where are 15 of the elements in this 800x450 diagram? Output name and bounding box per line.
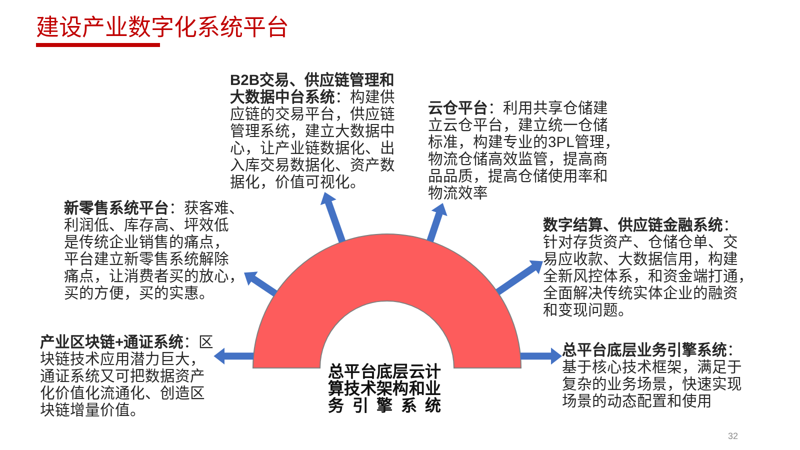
- arch-label: 总平台底层云计算技术架构和业务引擎系统: [328, 364, 441, 415]
- arrow: [242, 270, 278, 297]
- arrow: [214, 348, 254, 365]
- page-number: 32: [728, 431, 738, 441]
- description-text: B2B交易、供应链管理和大数据中台系统：构建供应链的交易平台，供应链管理系统，建立大数据中心，让产业链数据化、出入库交易数据化、资产数据化，价值可视化。: [230, 73, 395, 192]
- arrow: [520, 348, 562, 365]
- description-text: 云仓平台：利用共享仓储建立云仓平台，建立统一仓储标准，构建专业的3PL管理，物流仓储高效监管，提高商品品质，提高仓储使用率和物流效率: [428, 101, 620, 203]
- arrow: [320, 190, 346, 243]
- arrow: [496, 258, 545, 296]
- description-text: 新零售系统平台：获客难、利润低、库存高、坪效低是传统企业销售的痛点，平台建立新零售系统解除痛点，让消费者买的放心，买的方便，买的实惠。: [64, 201, 244, 303]
- description-text: 数字结算、供应链金融系统：针对存货资产、仓储仓单、交易应收款、大数据信用，构建全新风控体系，和资金端打通，全面解决传统实体企业的融资和变现问题。: [543, 218, 753, 320]
- description-text: 总平台底层业务引擎系统：基于核心技术框架，满足于复杂的业务场景，快速实现场景的动态配置和使用: [562, 343, 742, 411]
- description-text: 产业区块链+通证系统：区块链技术应用潜力巨大，通证系统又可把数据资产化价值化流通化、创造区块链增量价值。: [40, 335, 214, 420]
- arrow: [426, 202, 448, 242]
- slide-title: 建设产业数字化系统平台: [36, 13, 289, 41]
